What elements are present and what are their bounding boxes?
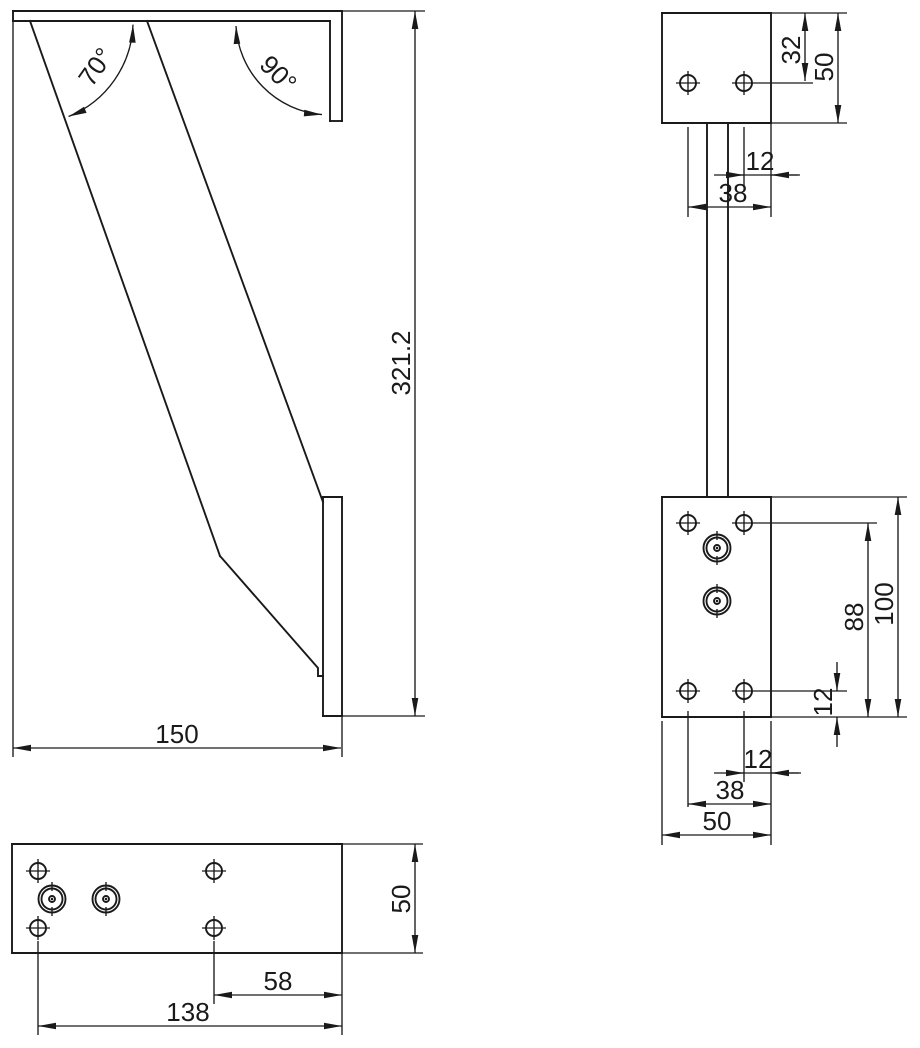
leg-back-edge <box>145 19 325 504</box>
front-screw-hole <box>732 679 756 703</box>
front-38-bottom-label: 38 <box>716 775 745 805</box>
angle-70-arc <box>68 24 136 118</box>
plan-countersunk-hole <box>37 882 67 916</box>
front-screw-hole <box>676 71 700 95</box>
height-dimension-label: 321.2 <box>386 330 416 395</box>
angle-90-arc <box>233 25 323 117</box>
leg-lower-edge <box>218 554 324 677</box>
front-50-top-label: 50 <box>809 53 839 82</box>
front-12-top-label: 12 <box>746 146 775 176</box>
leg-front-edge <box>28 19 222 558</box>
plan-screw-hole <box>202 859 226 883</box>
front-countersunk-hole <box>702 584 732 618</box>
front-screw-hole <box>732 71 756 95</box>
plan-depth-label: 50 <box>386 885 416 914</box>
front-32-label: 32 <box>776 36 806 65</box>
front-screw-hole <box>676 679 700 703</box>
width-dimension-label: 150 <box>155 719 198 749</box>
plan-screw-hole <box>202 916 226 940</box>
angle-90-label: 90° <box>254 49 303 98</box>
plan-countersunk-hole <box>91 882 121 916</box>
front-view: 32 50 12 38 <box>661 12 907 845</box>
front-countersunk-hole <box>702 531 732 565</box>
plan-view: 50 58 138 <box>11 843 423 1035</box>
front-88-label: 88 <box>839 603 869 632</box>
side-view: 70° 90° 321.2 150 <box>12 10 425 757</box>
plan-58-label: 58 <box>264 966 293 996</box>
front-12-bottom-label: 12 <box>744 744 773 774</box>
front-screw-hole <box>676 511 700 535</box>
front-38-top-label: 38 <box>719 178 748 208</box>
front-12-right-label: 12 <box>808 688 838 717</box>
front-100-label: 100 <box>869 582 899 625</box>
plan-screw-hole <box>26 916 50 940</box>
front-screw-hole <box>732 511 756 535</box>
plan-138-label: 138 <box>166 997 209 1027</box>
front-50-bottom-label: 50 <box>703 806 732 836</box>
plan-screw-hole <box>26 859 50 883</box>
